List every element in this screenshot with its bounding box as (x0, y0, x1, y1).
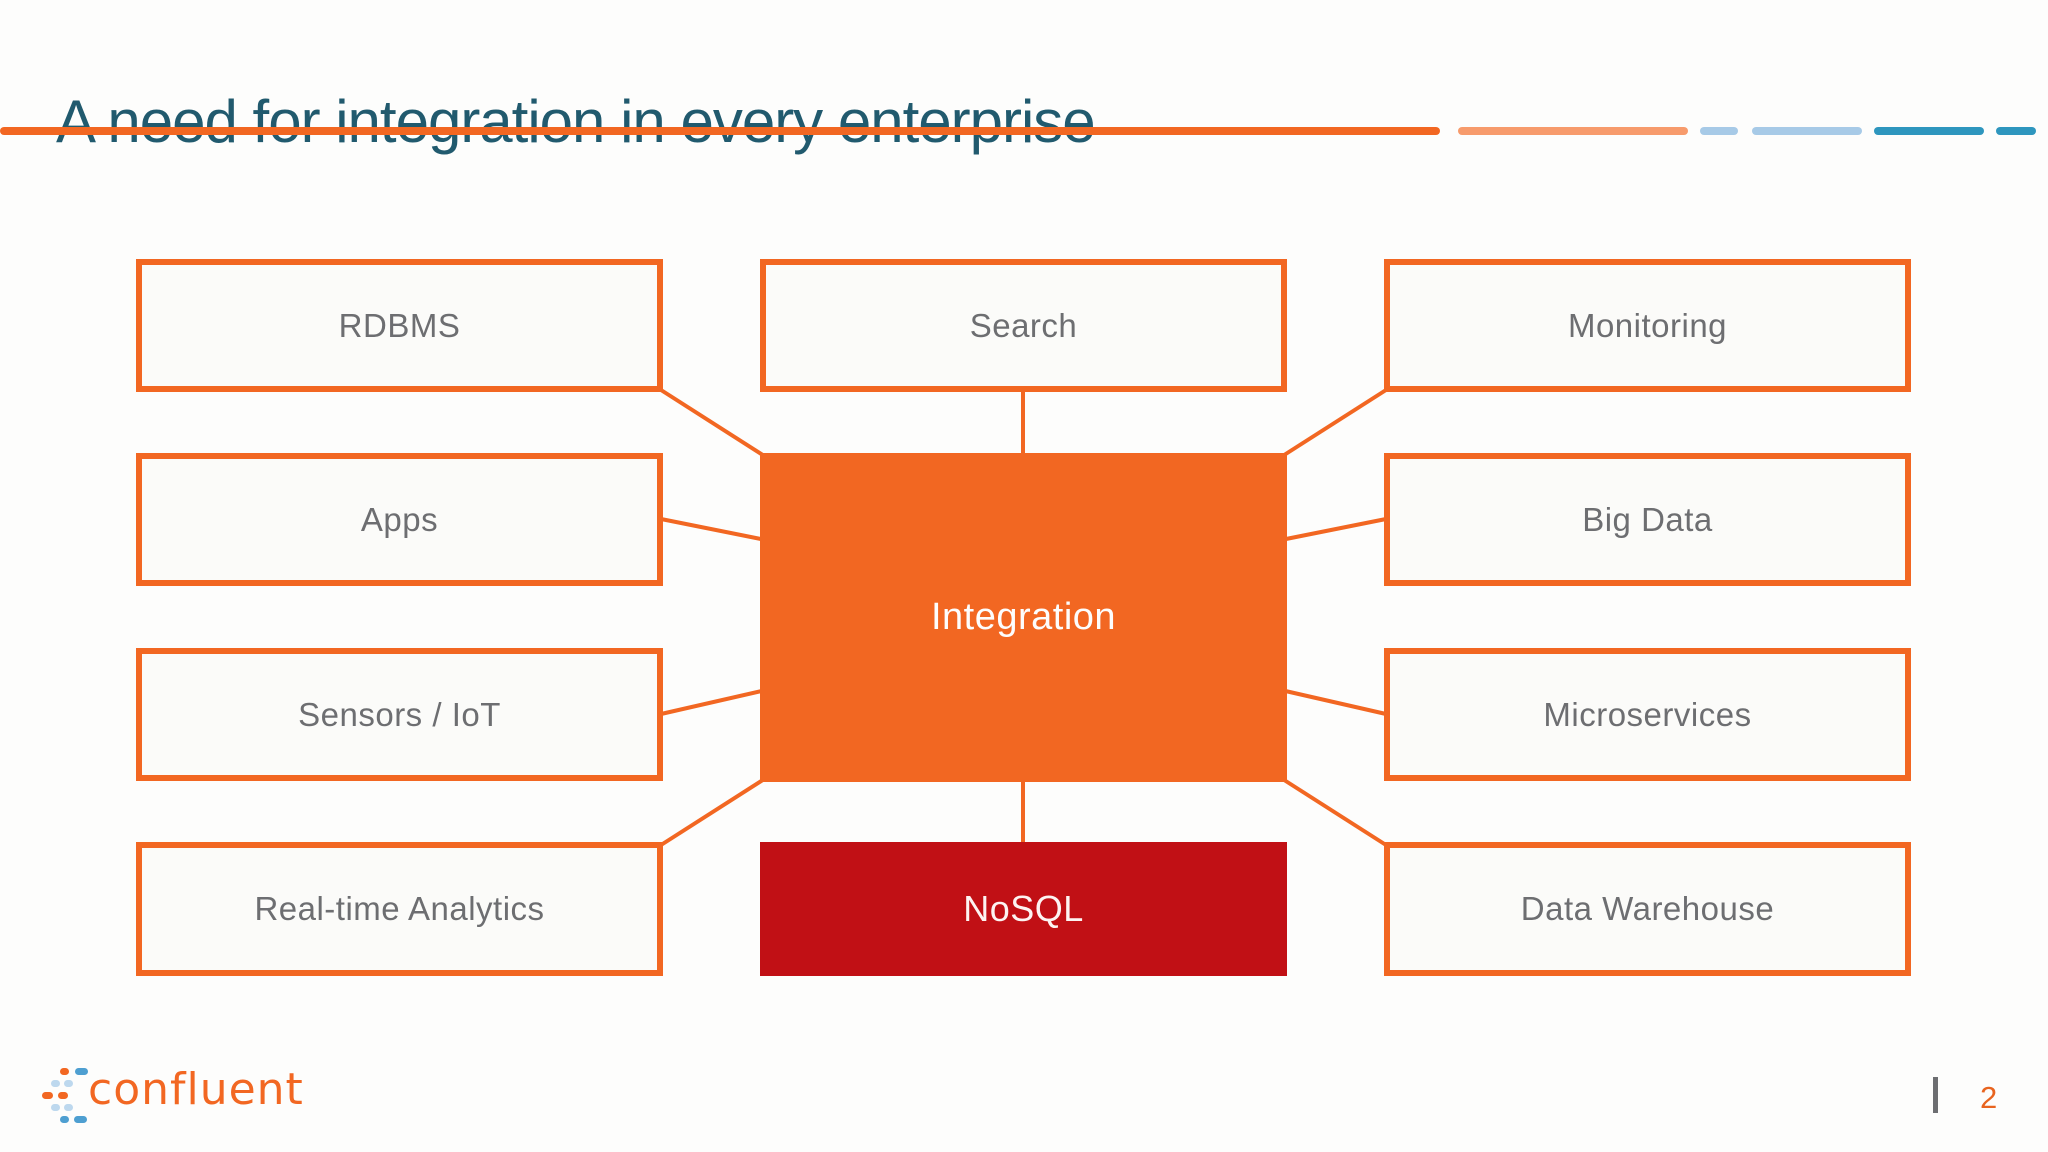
connector-realtime-integration (659, 776, 768, 847)
node-label: Integration (930, 596, 1117, 638)
node-rdbms: RDBMS (136, 259, 663, 392)
connector-rdbms-integration (659, 388, 768, 459)
node-label: RDBMS (338, 306, 461, 344)
logo-mark-dash (58, 1092, 68, 1099)
node-label: Monitoring (1567, 306, 1728, 344)
rule-segment-teal-1 (1874, 127, 1984, 135)
confluent-wordmark: confluent (88, 1064, 304, 1115)
connector-datawarehouse-integration (1279, 776, 1388, 847)
page-number: 2 (1980, 1080, 1998, 1115)
node-integration: Integration (760, 453, 1287, 782)
node-label: Real-time Analytics (254, 890, 545, 927)
node-realtime-analytics: Real-time Analytics (136, 842, 663, 976)
footer-separator-bar: | (1933, 1077, 1938, 1113)
logo-mark-dash (75, 1068, 88, 1075)
connector-sensors-integration (660, 688, 767, 716)
rule-segment-peach (1458, 127, 1688, 135)
connector-microservices-integration (1280, 688, 1387, 716)
rule-segment-orange (0, 127, 1440, 135)
logo-mark-dash (51, 1104, 60, 1111)
logo-mark-dash (51, 1080, 60, 1087)
logo-mark-dash (42, 1092, 53, 1099)
rule-segment-lightblue-1 (1700, 127, 1738, 135)
page-title: A need for integration in every enterpri… (56, 88, 1096, 156)
node-microservices: Microservices (1384, 648, 1911, 781)
logo-mark-dash (74, 1116, 87, 1123)
node-label: Search (969, 306, 1078, 344)
node-label: Big Data (1582, 500, 1713, 538)
node-label: NoSQL (963, 888, 1084, 929)
connector-bigdata-integration (1280, 517, 1387, 542)
node-big-data: Big Data (1384, 453, 1911, 586)
node-label: Sensors / IoT (298, 695, 501, 733)
connector-monitoring-integration (1279, 388, 1388, 459)
node-data-warehouse: Data Warehouse (1384, 842, 1911, 976)
logo-mark-dash (60, 1068, 69, 1075)
node-sensors-iot: Sensors / IoT (136, 648, 663, 781)
node-apps: Apps (136, 453, 663, 586)
logo-mark-dash (64, 1080, 73, 1087)
node-monitoring: Monitoring (1384, 259, 1911, 392)
rule-segment-lightblue-2 (1752, 127, 1862, 135)
connector-apps-integration (660, 517, 767, 542)
logo-mark-dash (60, 1116, 69, 1123)
header-accent-rule (0, 127, 2048, 136)
node-nosql: NoSQL (760, 842, 1287, 976)
node-label: Data Warehouse (1520, 890, 1775, 927)
node-label: Apps (360, 500, 439, 538)
node-search: Search (760, 259, 1287, 392)
logo-mark-dash (64, 1104, 73, 1111)
node-label: Microservices (1543, 695, 1752, 733)
rule-segment-teal-2 (1996, 127, 2036, 135)
